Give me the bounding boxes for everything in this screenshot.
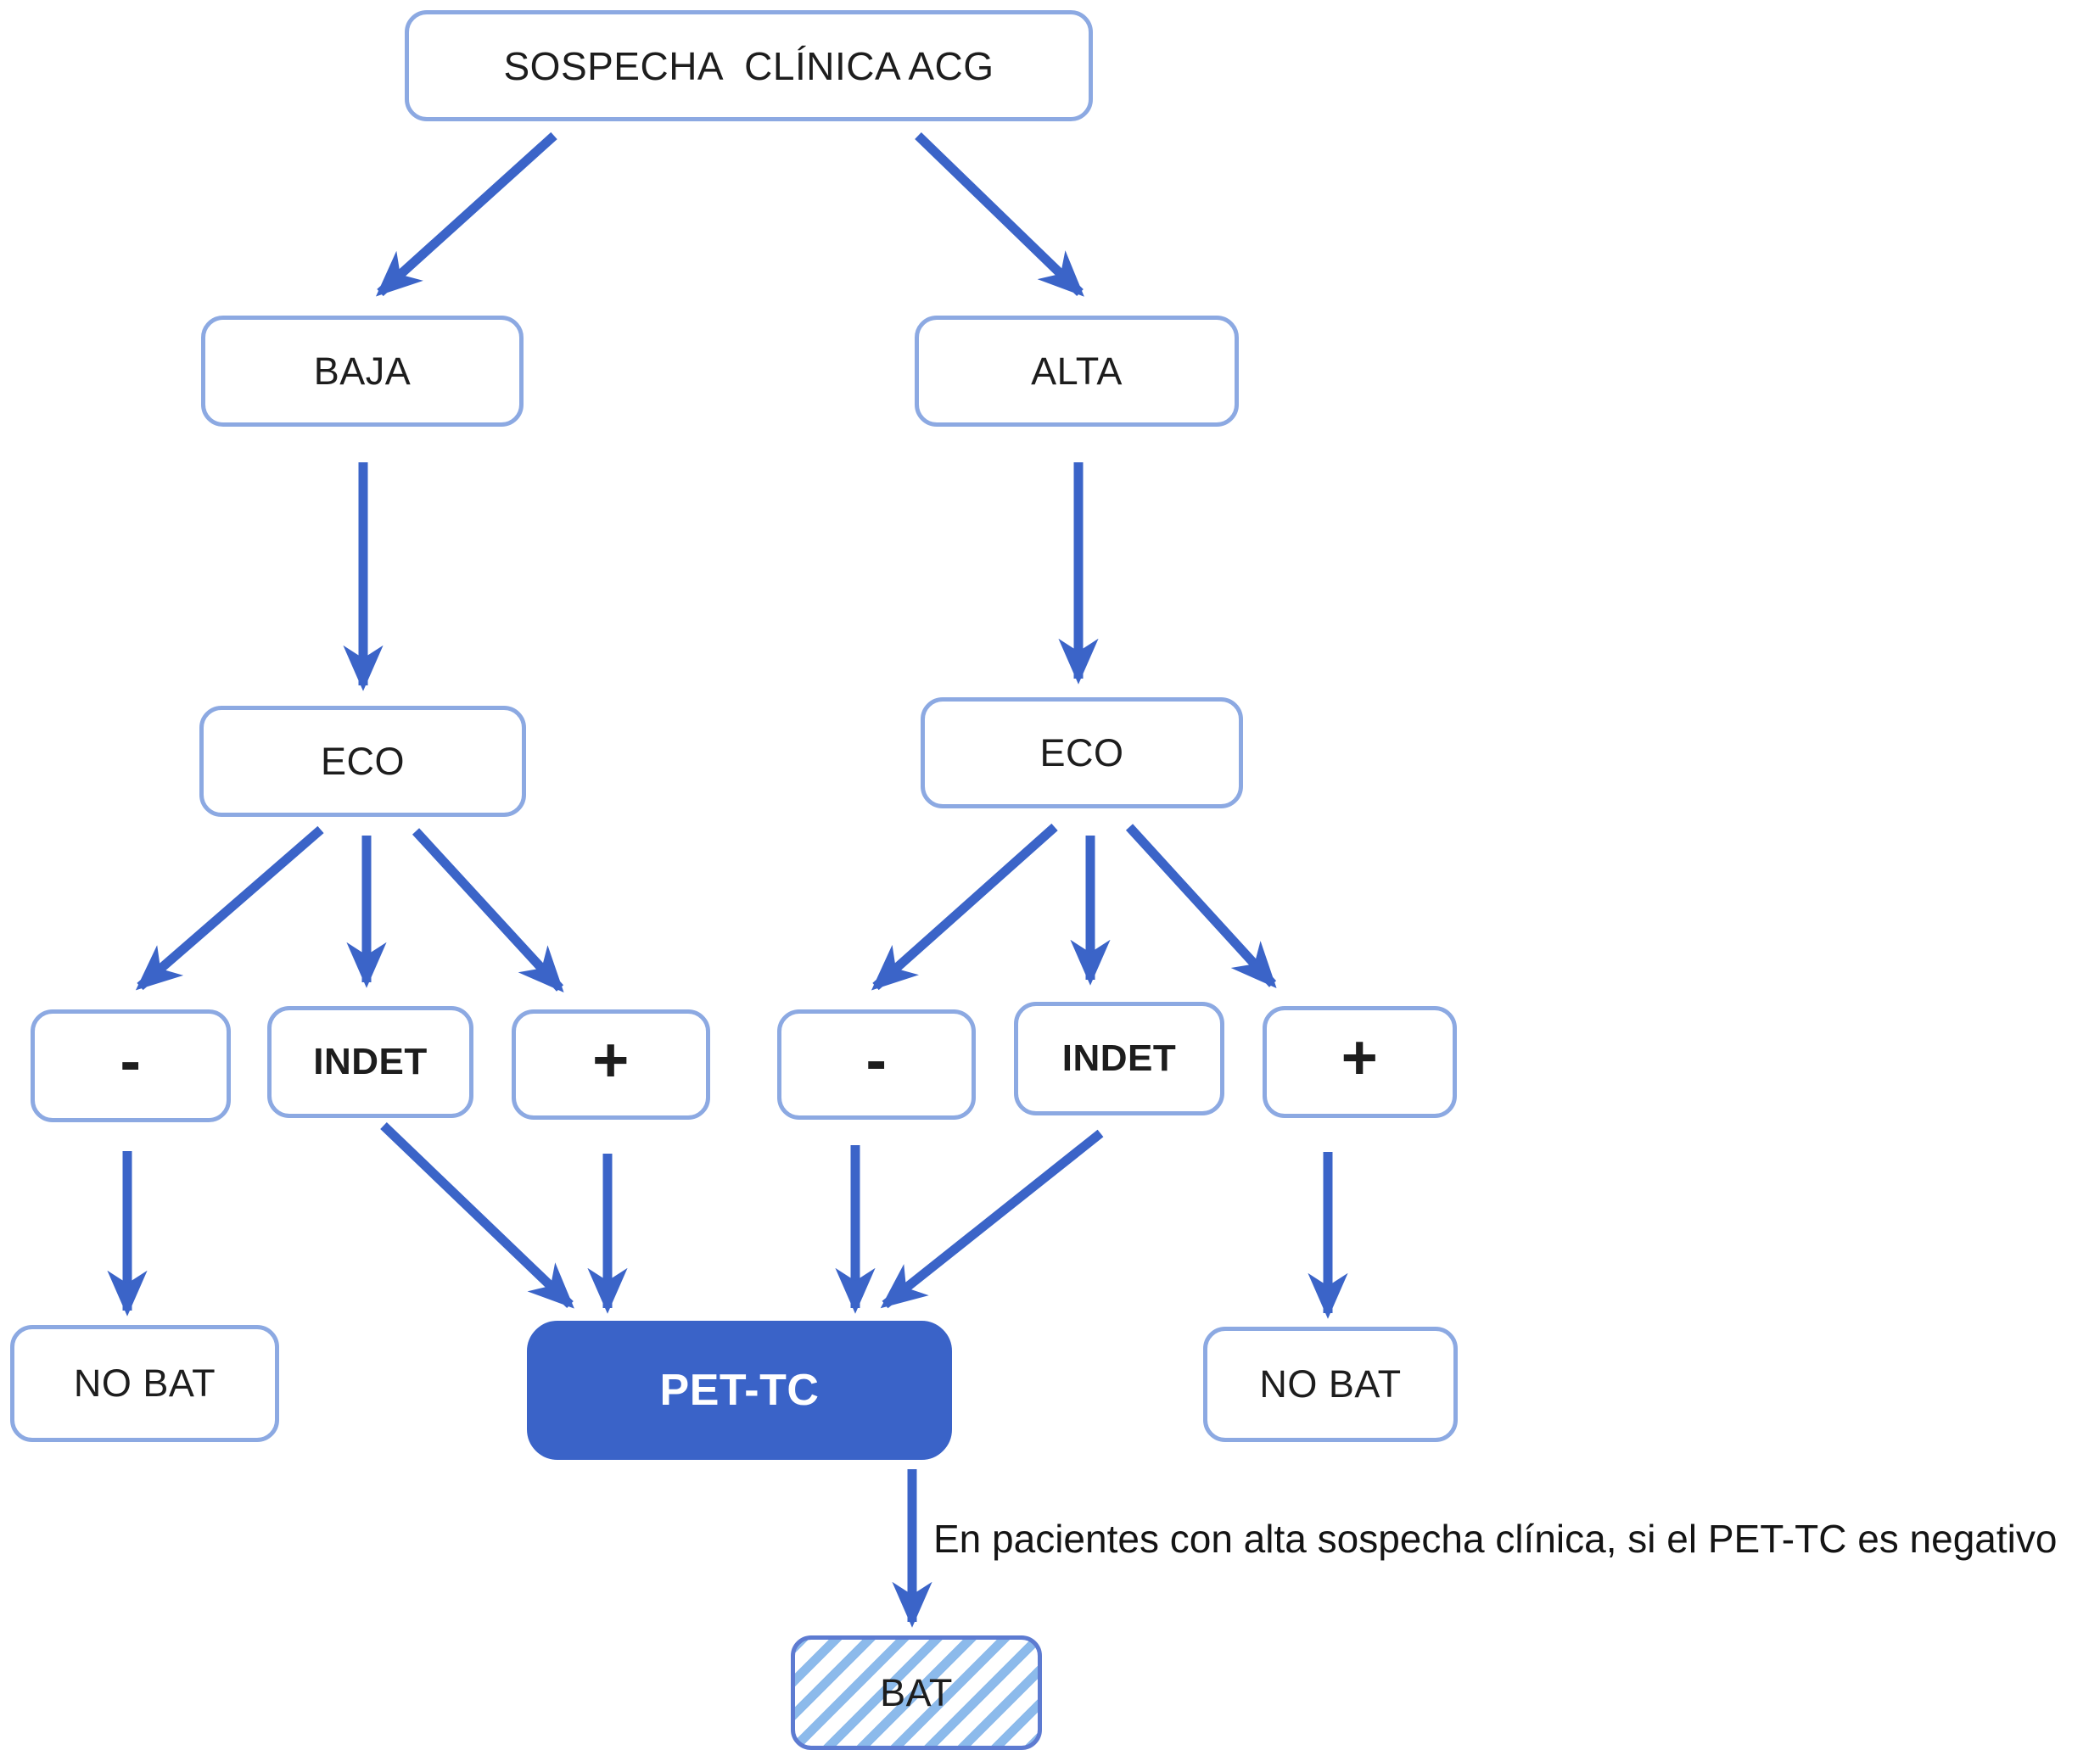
node-bat-hatched: BAT — [791, 1635, 1042, 1750]
plus-sign: + — [1341, 1021, 1379, 1093]
node-eco-alta-positive: + — [1263, 1006, 1457, 1118]
arrow-ecoR-to-negR — [871, 823, 1058, 991]
node-label: INDET — [1061, 1037, 1177, 1079]
node-eco-baja-indeterminate: INDET — [267, 1006, 473, 1118]
node-pet-tc: PET-TC — [527, 1321, 952, 1460]
arrow-indetR-to-pettc — [880, 1129, 1104, 1309]
arrow-ecoL-to-posL — [412, 828, 564, 992]
node-label: NO BAT — [73, 1361, 216, 1405]
node-eco-alta-indeterminate: INDET — [1014, 1002, 1224, 1115]
node-label: SOSPECHA CLÍNICA ACG — [503, 43, 994, 88]
pet-tc-negative-annotation: En pacientes con alta sospecha clínica, … — [933, 1517, 2058, 1561]
node-no-bat-right: NO BAT — [1203, 1327, 1458, 1442]
node-eco-baja-positive: + — [512, 1009, 710, 1120]
node-eco-alta: ECO — [921, 697, 1243, 808]
node-label: ECO — [1039, 730, 1124, 774]
node-label: PET-TC — [659, 1366, 820, 1415]
arrow-root-to-alta — [915, 132, 1084, 297]
node-label: NO BAT — [1259, 1362, 1402, 1406]
node-no-bat-left: NO BAT — [10, 1325, 279, 1442]
minus-sign: - — [865, 1024, 888, 1095]
arrow-ecoR-to-posR — [1125, 824, 1277, 988]
node-label: BAT — [880, 1670, 953, 1714]
arrow-root-to-baja — [375, 131, 557, 297]
node-eco-alta-negative: - — [777, 1009, 976, 1120]
node-sospecha-clinica-acg: SOSPECHA CLÍNICA ACG — [405, 10, 1093, 121]
node-baja: BAJA — [201, 316, 524, 427]
node-alta: ALTA — [915, 316, 1239, 427]
node-eco-baja: ECO — [199, 706, 526, 817]
arrow-ecoL-to-negL — [135, 825, 324, 991]
minus-sign: - — [120, 1026, 142, 1097]
plus-sign: + — [592, 1024, 630, 1095]
node-label: ECO — [320, 739, 405, 783]
node-eco-baja-negative: - — [31, 1009, 231, 1122]
arrow-indetL-to-pettc — [380, 1122, 574, 1309]
node-label: INDET — [313, 1041, 428, 1082]
node-label: BAJA — [313, 349, 412, 393]
node-label: ALTA — [1031, 349, 1123, 393]
